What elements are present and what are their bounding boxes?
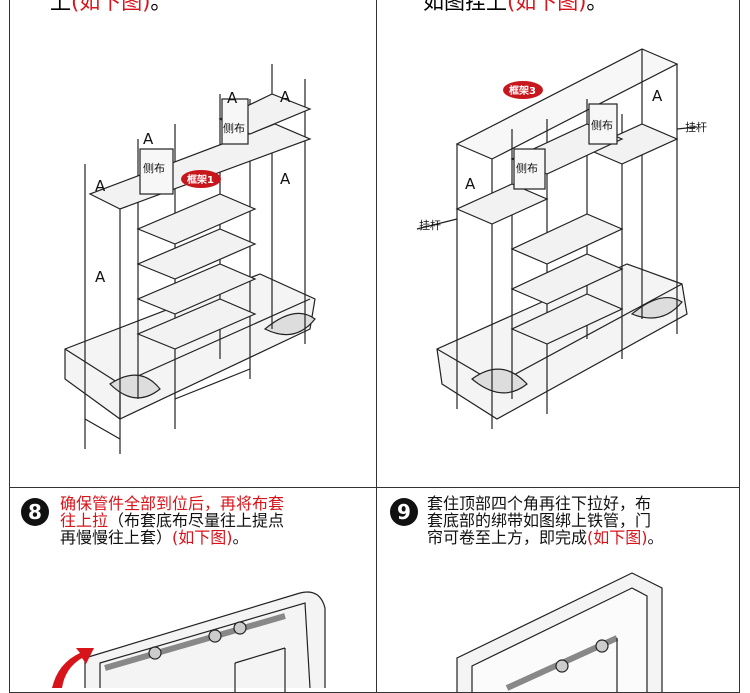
step-8-see-below: (如下图) [172,528,233,547]
label-hanging-rod: 挂杆 [685,120,707,134]
label-a: A [280,88,291,106]
step-9-text: 套住顶部四个角再往下拉好，布 套底部的绑带如图绑上铁管，门 帘可卷至上方，即完成… [427,495,739,546]
finished-wardrobe-illustration [456,572,663,692]
step-8-end: 。 [232,528,249,547]
step-8-line-3: 再慢慢往上套） [60,528,173,547]
label-a: A [280,170,291,188]
label-side-cloth: 侧布 [143,162,165,175]
label-a: A [465,175,476,193]
caption-end: 。 [586,0,608,14]
caption-see-below: (如下图) [71,0,151,14]
label-a: A [227,89,238,107]
panel-step-top-left: 上(如下图)。 [9,0,377,488]
step-number-8: 8 [21,498,49,526]
frame-badge-shape [503,81,543,99]
frame-badge-label: 框架3 [509,84,536,97]
caption-top-left: 上(如下图)。 [50,0,171,15]
label-a: A [95,268,106,286]
step-8-line-1: 确保管件全部到位后，再将布套 [60,494,285,513]
step-8-line-2: （布套底布尽量往上提点 [108,511,285,530]
panel-step-8: 8 确保管件全部到位后，再将布套 往上拉（布套底布尽量往上提点 再慢慢往上套）(… [9,487,377,693]
frame-badge-label: 框架1 [187,173,214,186]
label-a: A [143,130,154,148]
caption-text: 如图挂上 [423,0,507,14]
label-side-cloth: 侧布 [223,122,245,135]
label-side-cloth: 侧布 [591,119,613,132]
step-9-see-below: (如下图) [587,528,648,547]
caption-see-below: (如下图) [507,0,587,14]
caption-text: 上 [50,0,71,14]
label-side-cloth: 侧布 [516,162,538,175]
label-hanging-rod: 挂杆 [419,218,441,232]
wardrobe-frame-illustration-3: A A 侧布 侧布 挂杆 挂杆 框架3 [416,48,707,429]
label-a: A [652,87,663,105]
caption-end: 。 [150,0,172,14]
step-9-line-2: 套底部的绑带如图绑上铁管，门 [427,511,652,530]
step-9-line-3: 帘可卷至上方，即完成 [427,528,588,547]
frame-badge-shape [181,170,221,188]
panel-step-top-right: 如图挂上(如下图)。 [376,0,740,488]
wardrobe-frame-illustration-1: A A A A A A 侧布 侧布 框架1 [64,64,316,454]
step-number-9: 9 [390,498,418,526]
panel-step-9: 9 套住顶部四个角再往下拉好，布 套底部的绑带如图绑上铁管，门 帘可卷至上方，即… [376,487,740,693]
step-8-line-2-red: 往上拉 [60,511,109,530]
label-a: A [95,177,106,195]
step-9-end: 。 [647,528,664,547]
step-8-text: 确保管件全部到位后，再将布套 往上拉（布套底布尽量往上提点 再慢慢往上套）(如下… [60,495,375,546]
step-9-line-1: 套住顶部四个角再往下拉好，布 [427,494,652,513]
caption-top-right: 如图挂上(如下图)。 [423,0,607,15]
cover-pull-up-illustration [52,591,326,692]
arrow-up-icon [52,648,94,688]
